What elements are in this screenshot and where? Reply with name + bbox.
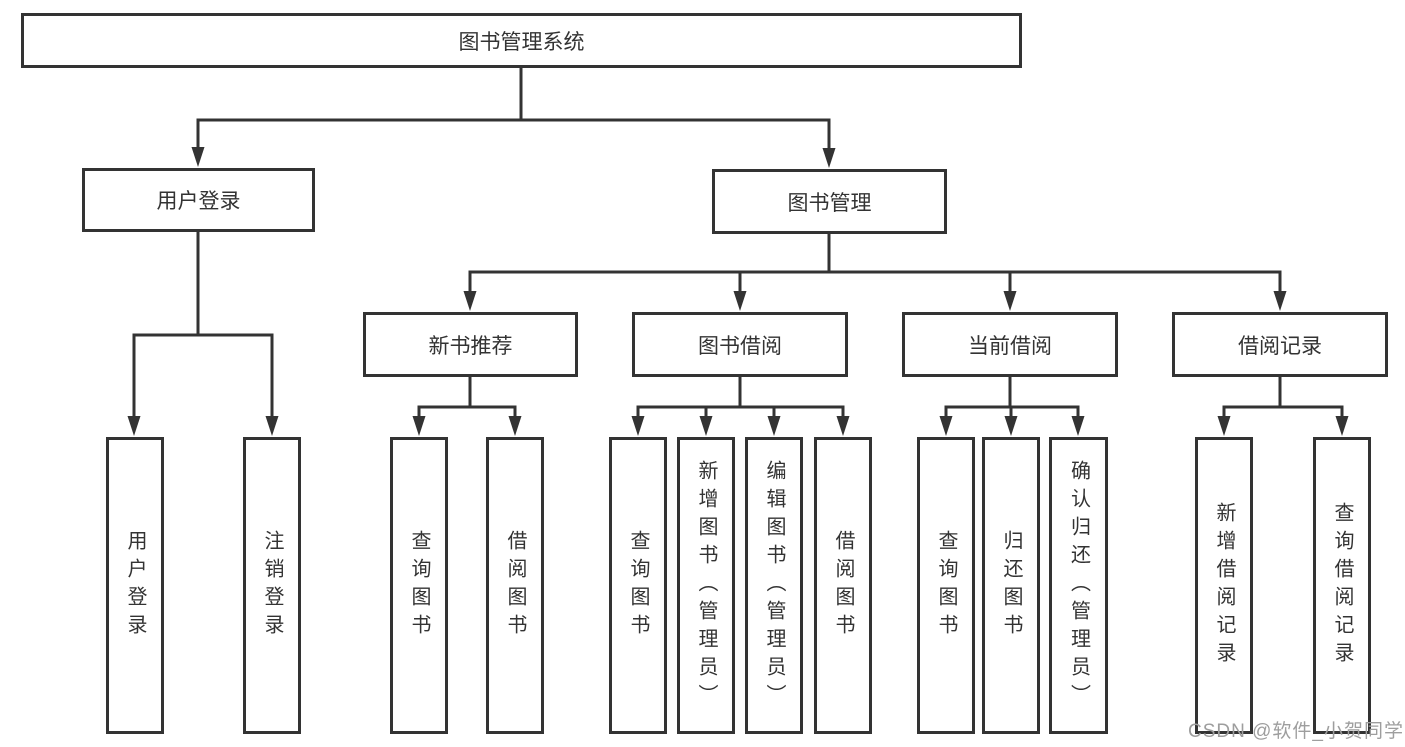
arrowhead xyxy=(733,291,747,311)
node-label: 借阅图书 xyxy=(832,529,854,642)
node-root-label: 图书管理系统 xyxy=(458,30,585,54)
node-label: 用户登录 xyxy=(124,529,146,642)
arrowhead xyxy=(1273,291,1287,311)
arrowhead xyxy=(939,416,953,436)
node-label: 新增借阅记录 xyxy=(1213,501,1235,670)
arrowhead xyxy=(1071,416,1085,436)
node-root: 图书管理系统 xyxy=(21,13,1022,68)
node-label: 用户登录 xyxy=(156,190,241,213)
node-leaf-confirm-return-admin: 确认归还（管理员） xyxy=(1049,437,1108,734)
node-book-borrow: 图书借阅 xyxy=(632,312,848,377)
node-label: 查询图书 xyxy=(935,529,957,642)
arrowhead xyxy=(836,416,850,436)
node-leaf-query-borrow-record: 查询借阅记录 xyxy=(1313,437,1371,734)
node-current-borrow: 当前借阅 xyxy=(902,312,1118,377)
node-label: 图书借阅 xyxy=(698,334,782,358)
node-label: 归还图书 xyxy=(1000,529,1022,642)
arrowhead xyxy=(508,416,522,436)
node-user-login: 用户登录 xyxy=(82,168,315,232)
arrowhead xyxy=(631,416,645,436)
node-leaf-edit-book-admin: 编辑图书（管理员） xyxy=(745,437,803,734)
arrowhead xyxy=(265,416,279,436)
node-borrow-records: 借阅记录 xyxy=(1172,312,1388,377)
node-label: 新书推荐 xyxy=(428,334,513,358)
arrowhead xyxy=(822,148,836,168)
arrowhead xyxy=(412,416,426,436)
node-label: 图书管理 xyxy=(787,191,872,215)
node-leaf-query-books-borrow: 查询图书 xyxy=(609,437,667,734)
node-leaf-borrow-books-recommend: 借阅图书 xyxy=(486,437,544,734)
node-label: 编辑图书（管理员） xyxy=(763,459,785,712)
node-leaf-add-borrow-record: 新增借阅记录 xyxy=(1195,437,1253,734)
node-label: 借阅记录 xyxy=(1238,334,1322,358)
node-new-book-recommend: 新书推荐 xyxy=(363,312,578,377)
node-label: 确认归还（管理员） xyxy=(1067,459,1090,712)
node-leaf-borrow-books: 借阅图书 xyxy=(814,437,872,734)
node-book-management: 图书管理 xyxy=(712,169,947,234)
node-label: 新增图书（管理员） xyxy=(695,459,717,712)
node-leaf-add-book-admin: 新增图书（管理员） xyxy=(677,437,735,734)
arrowhead xyxy=(1217,416,1231,436)
arrowhead xyxy=(1004,416,1018,436)
node-label: 借阅图书 xyxy=(504,529,526,642)
node-leaf-query-books-current: 查询图书 xyxy=(917,437,975,734)
node-leaf-user-login: 用户登录 xyxy=(106,437,164,734)
arrowhead xyxy=(191,147,205,167)
arrowhead xyxy=(699,416,713,436)
arrowhead xyxy=(1335,416,1349,436)
arrowhead xyxy=(127,416,141,436)
node-label: 查询图书 xyxy=(408,529,430,642)
node-leaf-query-books-recommend: 查询图书 xyxy=(390,437,448,734)
node-leaf-return-book: 归还图书 xyxy=(982,437,1040,734)
arrowhead xyxy=(1003,291,1017,311)
csdn-watermark: CSDN @软件_小贺同学 xyxy=(1188,721,1404,742)
node-label: 查询图书 xyxy=(627,529,649,642)
arrowhead xyxy=(767,416,781,436)
arrowhead xyxy=(463,291,477,311)
node-label: 查询借阅记录 xyxy=(1331,501,1353,670)
node-label: 注销登录 xyxy=(261,529,283,642)
node-label: 当前借阅 xyxy=(968,334,1052,358)
node-leaf-logout: 注销登录 xyxy=(243,437,301,734)
